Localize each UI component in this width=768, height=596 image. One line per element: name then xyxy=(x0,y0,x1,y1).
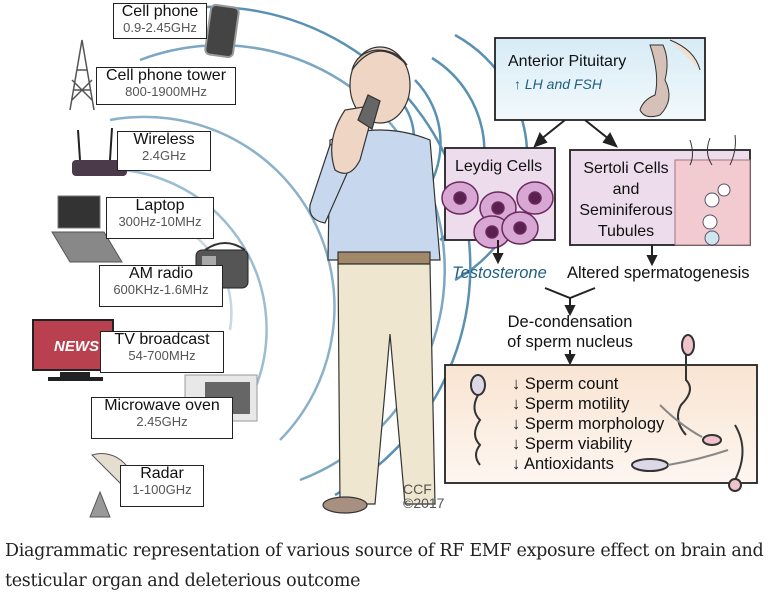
source-label-tv-broadcast: TV broadcast 54-700MHz xyxy=(100,331,224,373)
diagram-artwork xyxy=(32,3,758,518)
decondensation-label: De-condensation of sperm nucleus xyxy=(500,312,640,352)
source-label-wireless: Wireless 2.4GHz xyxy=(117,131,211,171)
source-label-laptop: Laptop 300Hz-10MHz xyxy=(106,197,214,239)
sertoli-line: and xyxy=(612,181,640,198)
effects-list: ↓ Sperm count ↓ Sperm motility ↓ Sperm m… xyxy=(512,374,664,474)
up-arrow-icon: ↑ xyxy=(514,76,521,92)
effect-label: Antioxidants xyxy=(523,455,614,473)
decondensation-line: De-condensation xyxy=(507,313,633,331)
effect-item: ↓ Sperm count xyxy=(512,374,664,394)
source-frequency: 600KHz-1.6MHz xyxy=(113,281,209,297)
source-name: Laptop xyxy=(135,197,185,214)
down-arrow-icon: ↓ xyxy=(512,415,521,433)
down-arrow-icon: ↓ xyxy=(512,375,521,393)
pituitary-gland-icon xyxy=(639,39,701,118)
source-frequency: 1-100GHz xyxy=(132,481,192,497)
source-frequency: 300Hz-10MHz xyxy=(118,213,202,229)
source-name: Wireless xyxy=(133,131,195,148)
effect-item: ↓ Sperm viability xyxy=(512,434,664,454)
source-label-radar: Radar 1-100GHz xyxy=(120,465,204,507)
effect-label: Sperm viability xyxy=(524,435,633,453)
source-label-cell-phone-tower: Cell phone tower 800-1900MHz xyxy=(96,67,236,105)
source-label-am-radio: AM radio 600KHz-1.6MHz xyxy=(99,265,223,307)
decondensation-line: of sperm nucleus xyxy=(507,333,633,351)
effect-item: ↓ Sperm motility xyxy=(512,394,664,414)
altered-spermatogenesis-label: Altered spermatogenesis xyxy=(567,264,750,282)
source-name: Cell phone tower xyxy=(105,67,227,84)
source-frequency: 54-700MHz xyxy=(128,347,196,363)
source-name: Radar xyxy=(140,465,184,482)
wireless-router-icon xyxy=(72,127,127,176)
down-arrow-icon: ↓ xyxy=(512,455,521,473)
emf-diagram: Cell phone 0.9-2.45GHz Cell phone tower … xyxy=(32,3,758,518)
pituitary-title: Anterior Pituitary xyxy=(508,53,627,70)
sertoli-line: Tubules xyxy=(597,223,655,240)
sertoli-line: Sertoli Cells xyxy=(583,160,669,177)
source-label-microwave-oven: Microwave oven 2.45GHz xyxy=(91,397,233,439)
tv-screen-news-text: NEWS xyxy=(54,338,99,355)
effect-label: Sperm motility xyxy=(524,395,630,413)
flow-arrows xyxy=(492,119,658,366)
down-arrow-icon: ↓ xyxy=(512,395,521,413)
copyright-credit: CCF ©2017 xyxy=(403,482,444,510)
leydig-title: Leydig Cells xyxy=(455,158,543,175)
seminiferous-tubule-icon xyxy=(674,134,751,246)
source-frequency: 2.4GHz xyxy=(141,147,187,163)
tv-icon xyxy=(32,319,114,381)
source-frequency: 2.45GHz xyxy=(136,413,188,429)
source-frequency: 0.9-2.45GHz xyxy=(123,19,197,35)
cell-phone-icon xyxy=(204,3,240,59)
effect-item: ↓ Antioxidants xyxy=(512,454,664,474)
pituitary-effect: ↑ LH and FSH xyxy=(514,76,602,92)
leydig-cells-icon xyxy=(441,181,554,249)
wave-arc xyxy=(109,115,336,441)
source-frequency: 800-1900MHz xyxy=(125,83,207,99)
sertoli-title: Sertoli Cells and Seminiferous Tubules xyxy=(576,158,676,242)
sertoli-line: Seminiferous xyxy=(579,202,673,219)
credit-line: ©2017 xyxy=(403,495,445,511)
figure-caption: Diagrammatic representation of various s… xyxy=(5,541,764,591)
laptop-icon xyxy=(51,195,123,263)
source-name: Microwave oven xyxy=(104,397,220,414)
down-arrow-icon: ↓ xyxy=(512,435,521,453)
effects-box xyxy=(444,364,758,484)
source-name: TV broadcast xyxy=(114,331,210,348)
source-label-cell-phone: Cell phone 0.9-2.45GHz xyxy=(113,3,207,39)
source-name: Cell phone xyxy=(121,3,199,20)
sperm-icons xyxy=(470,334,744,492)
wave-arc xyxy=(89,167,268,401)
effect-label: Sperm count xyxy=(524,375,619,393)
credit-line: CCF xyxy=(403,481,432,497)
person-illustration xyxy=(309,46,441,514)
pituitary-effect-label: LH and FSH xyxy=(524,76,602,92)
pituitary-box xyxy=(494,37,706,121)
source-name: AM radio xyxy=(128,265,194,282)
effect-item: ↓ Sperm morphology xyxy=(512,414,664,434)
testosterone-label: Testosterone xyxy=(452,264,547,282)
cell-tower-icon xyxy=(69,39,95,111)
effect-label: Sperm morphology xyxy=(524,415,665,433)
